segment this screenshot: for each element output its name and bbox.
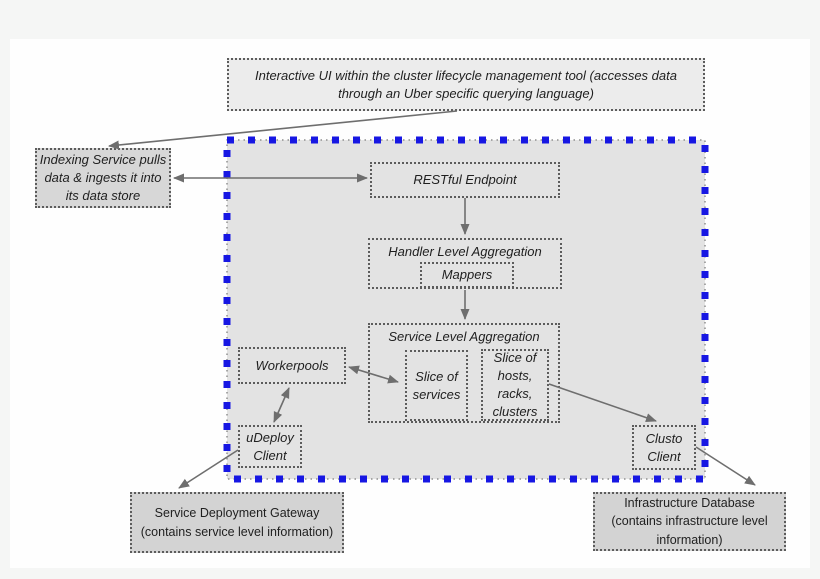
node-restful-endpoint: RESTful Endpoint bbox=[370, 162, 560, 198]
node-interactive-ui: Interactive UI within the cluster lifecy… bbox=[227, 58, 705, 111]
node-infrastructure-database: Infrastructure Database (contains infras… bbox=[593, 492, 786, 551]
node-mappers: Mappers bbox=[420, 262, 514, 288]
node-slice-of-services: Slice of services bbox=[405, 350, 468, 421]
node-handler-level-aggregation: Handler Level Aggregation Mappers bbox=[368, 238, 562, 289]
service-level-aggregation-label: Service Level Aggregation bbox=[388, 329, 540, 344]
node-clusto-client: Clusto Client bbox=[632, 425, 696, 470]
node-workerpools: Workerpools bbox=[238, 347, 346, 384]
node-udeploy-client: uDeploy Client bbox=[238, 425, 302, 468]
diagram-canvas bbox=[10, 39, 810, 568]
node-slice-of-hosts-racks-clusters: Slice of hosts, racks, clusters bbox=[481, 349, 549, 421]
node-service-deployment-gateway: Service Deployment Gateway (contains ser… bbox=[130, 492, 344, 553]
node-service-level-aggregation: Service Level Aggregation Slice of servi… bbox=[368, 323, 560, 423]
node-indexing-service: Indexing Service pulls data & ingests it… bbox=[35, 148, 171, 208]
handler-level-aggregation-label: Handler Level Aggregation bbox=[388, 244, 542, 259]
